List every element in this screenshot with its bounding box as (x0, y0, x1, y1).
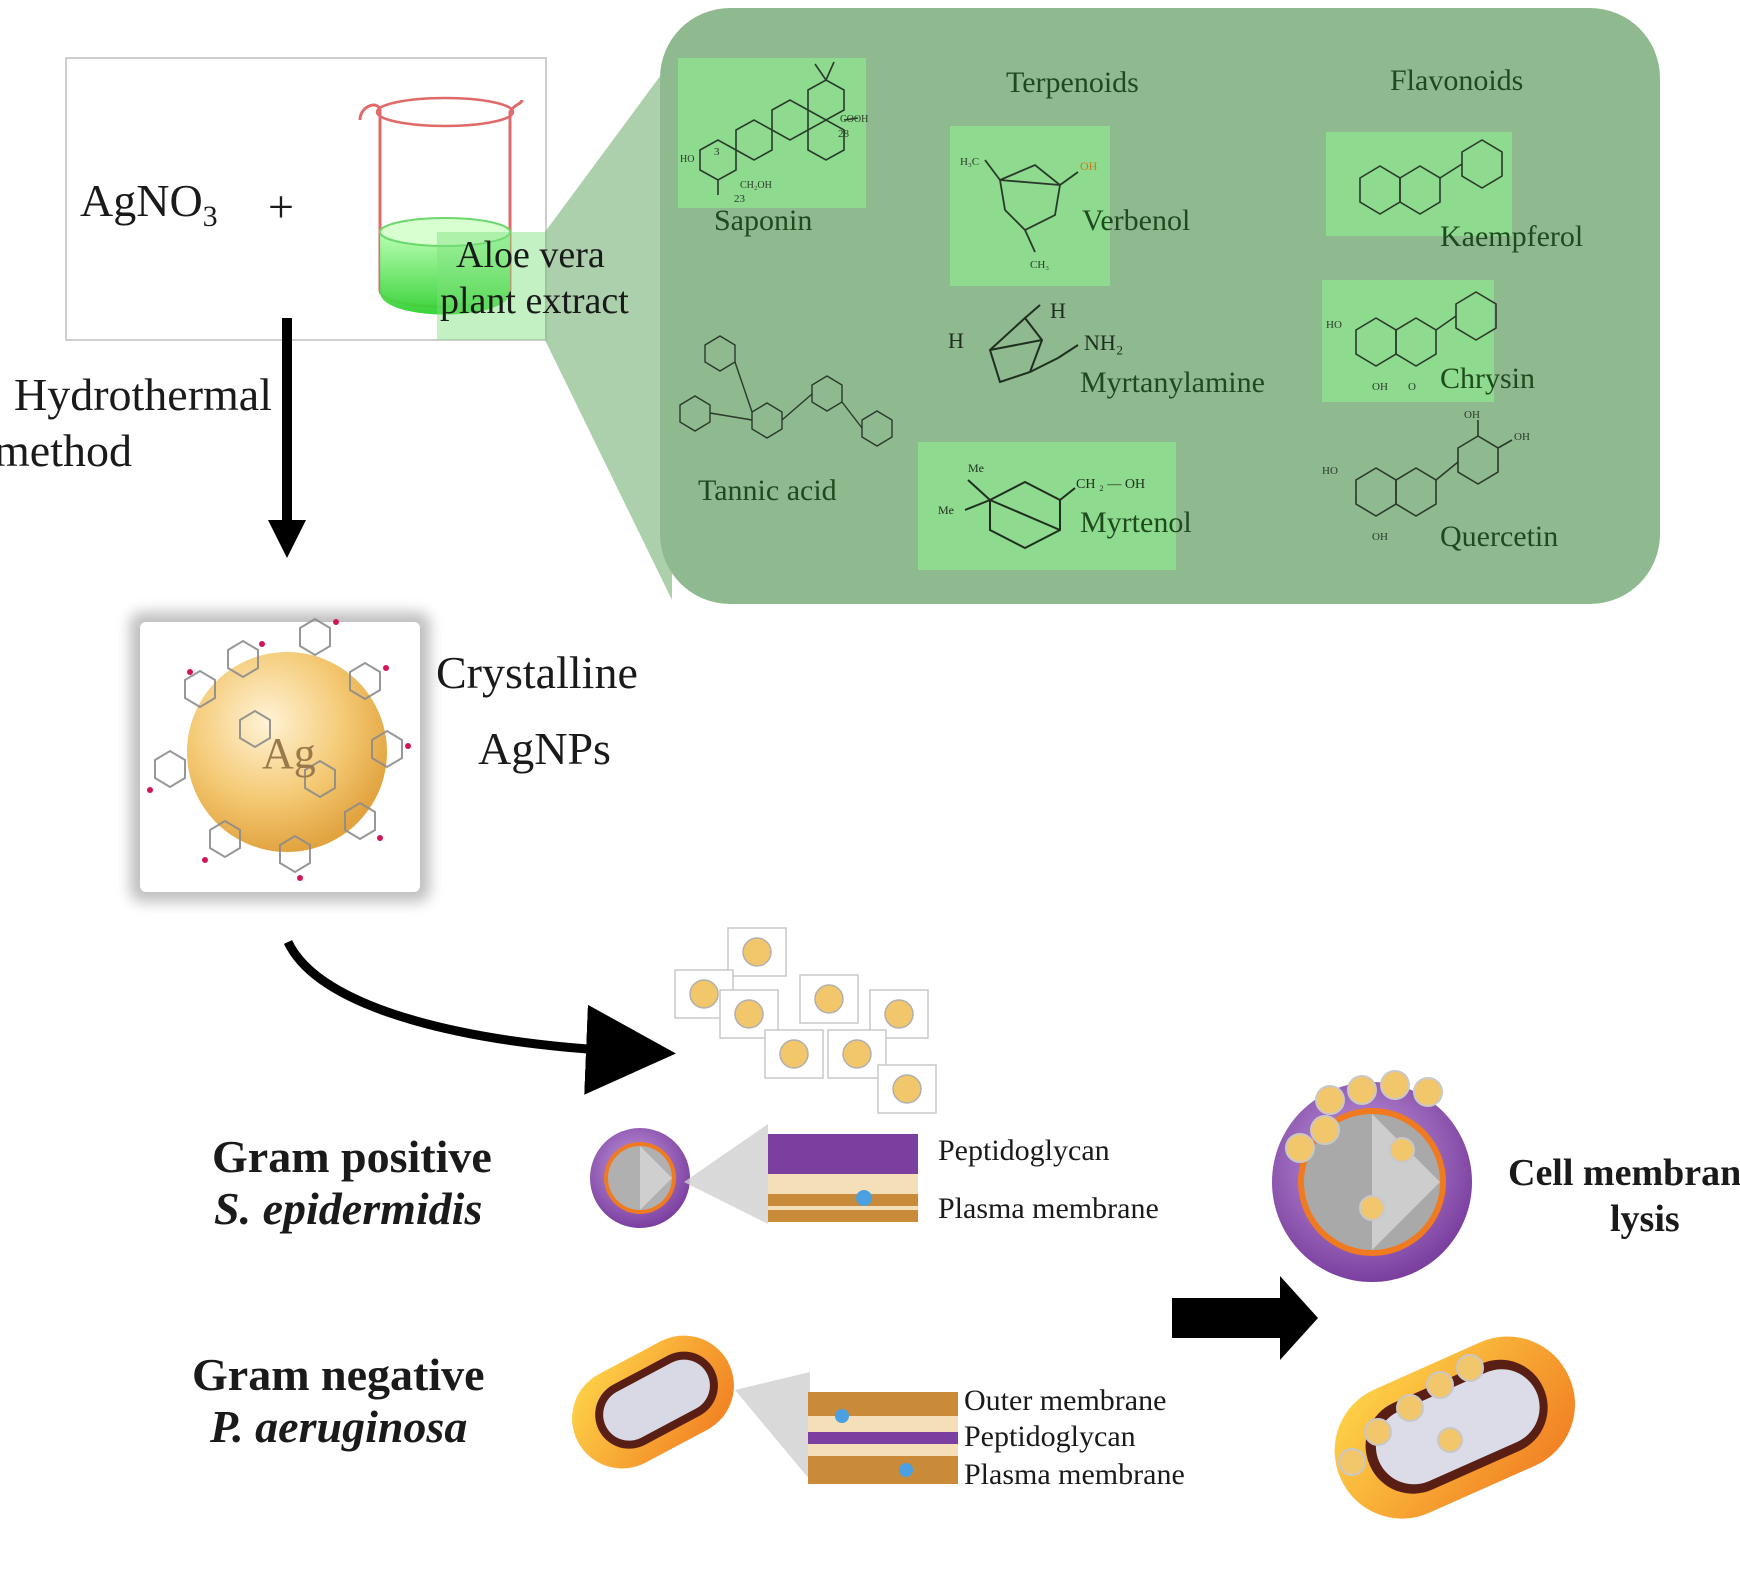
quercetin-structure (1355, 420, 1513, 517)
compound-quercetin: Quercetin (1440, 520, 1559, 553)
compound-kaempferol: Kaempferol (1440, 220, 1584, 253)
verbenol-highlight (950, 126, 1110, 286)
chrysin-oh: OH (1372, 381, 1388, 393)
gram-negative-species: P. aeruginosa (210, 1401, 468, 1452)
ag-symbol: Ag (262, 729, 316, 778)
extract-label-line2: plant extract (440, 280, 629, 322)
group-terpenoids: Terpenoids (1006, 66, 1139, 99)
gram-negative-title: Gram negative (192, 1349, 485, 1400)
agno3-label: AgNO3 (80, 175, 218, 234)
quercetin-oh-bottom: OH (1372, 531, 1388, 543)
process-label-line1: Hydrothermal (13, 369, 272, 420)
quercetin-oh-right: OH (1514, 431, 1530, 443)
compound-tannic-acid: Tannic acid (698, 474, 837, 507)
chrysin-o: O (1408, 381, 1416, 393)
compound-myrtanylamine: Myrtanylamine (1080, 366, 1265, 399)
negative-layer-plasma-membrane: Plasma membrane (964, 1458, 1185, 1491)
quercetin-oh-top: OH (1464, 409, 1480, 421)
plus-sign: + (268, 181, 294, 232)
lysed-gram-positive (1272, 1070, 1472, 1282)
saponin-28: 28 (838, 128, 850, 140)
verbenol-oh: OH (1080, 159, 1098, 173)
myrtenol-me-top: Me (968, 461, 984, 475)
lysed-gram-negative (1334, 1336, 1575, 1519)
chrysin-highlight (1322, 280, 1494, 402)
group-flavonoids: Flavonoids (1390, 64, 1524, 97)
agnp-illustration (130, 612, 430, 902)
myrtenol-me-left: Me (938, 503, 954, 517)
result-label-line2: lysis (1610, 1198, 1680, 1240)
nanoparticle-cluster (674, 927, 937, 1114)
gram-positive-title: Gram positive (212, 1131, 492, 1182)
extract-label-line1: Aloe vera (456, 234, 605, 276)
saponin-3: 3 (714, 146, 720, 158)
positive-layer-peptidoglycan: Peptidoglycan (938, 1134, 1110, 1167)
kaempferol-highlight (1326, 132, 1512, 236)
positive-layer-plasma-membrane: Plasma membrane (938, 1192, 1159, 1225)
saponin-ho: HO (680, 154, 694, 165)
gram-positive-species: S. epidermidis (214, 1183, 483, 1234)
gram-positive-cell (590, 1124, 768, 1228)
zoom-wedge (545, 60, 672, 600)
negative-layer-outer-membrane: Outer membrane (964, 1384, 1167, 1417)
compound-chrysin: Chrysin (1440, 362, 1536, 395)
myrtanylamine-nh2: NH₂ (1084, 330, 1123, 355)
saponin-structure (699, 61, 859, 195)
myrtanylamine-h-top: H (1050, 298, 1066, 323)
compound-verbenol: Verbenol (1082, 204, 1191, 237)
tannic-acid-structure (679, 335, 893, 447)
kaempferol-structure (1359, 139, 1503, 215)
extract-highlight (437, 232, 545, 340)
verbenol-ch3: CH₃ (1030, 259, 1049, 271)
myrtanylamine-h-left: H (948, 328, 964, 353)
gram-negative-cell (572, 1335, 810, 1480)
verbenol-h3c: H₃C (960, 156, 979, 168)
compound-myrtenol: Myrtenol (1080, 506, 1192, 539)
curved-arrow (283, 939, 676, 1095)
myrtenol-highlight (918, 442, 1176, 570)
gram-negative-wall (808, 1392, 958, 1484)
saponin-ch2oh: CH₂OH (740, 180, 772, 191)
chrysin-structure (1355, 291, 1497, 367)
gram-positive-wall (768, 1134, 918, 1222)
saponin-cooh: COOH (840, 114, 868, 125)
myrtanylamine-structure (988, 304, 1079, 384)
myrtenol-ch2oh: CH ₂ — OH (1076, 477, 1145, 492)
process-label-line2: method (0, 425, 132, 476)
negative-layer-peptidoglycan: Peptidoglycan (964, 1420, 1136, 1453)
compound-saponin: Saponin (714, 204, 813, 237)
beaker-icon (358, 96, 524, 315)
verbenol-structure (984, 159, 1079, 253)
product-label-line2: AgNPs (478, 723, 611, 774)
product-label-line1: Crystalline (436, 647, 638, 698)
chrysin-ho: HO (1326, 319, 1342, 331)
down-arrow (268, 318, 306, 558)
quercetin-ho: HO (1322, 465, 1338, 477)
myrtenol-structure (964, 479, 1076, 550)
saponin-23: 23 (734, 193, 746, 205)
result-label-line1: Cell membrane (1508, 1152, 1740, 1194)
block-arrow (1172, 1276, 1318, 1360)
